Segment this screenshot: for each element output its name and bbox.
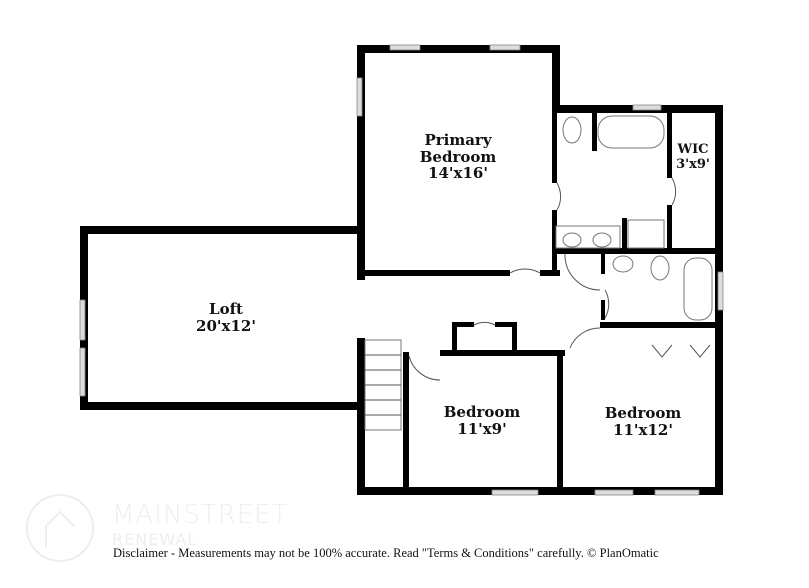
logo-icon (26, 494, 94, 562)
primary-bedroom-name-2: Bedroom (420, 148, 497, 166)
bedroom-3-name: Bedroom (605, 404, 682, 422)
stairs (364, 339, 402, 431)
room-labels: Primary Bedroom 14'x16' WIC 3'x9' Loft 2… (196, 131, 710, 439)
doors (408, 177, 711, 381)
loft-size: 20'x12' (196, 317, 256, 335)
fixtures (364, 115, 713, 431)
bedroom-2-name: Bedroom (444, 403, 521, 421)
primary-bedroom-size: 14'x16' (428, 164, 488, 182)
loft-name: Loft (209, 300, 243, 318)
bedroom-3-size: 11'x12' (613, 421, 673, 439)
logo-subtext: RENEWAL (112, 530, 198, 549)
wic-size: 3'x9' (676, 157, 710, 172)
bedroom-2-size: 11'x9' (457, 420, 506, 438)
windows (79, 44, 724, 496)
logo-text: MAINSTREET (112, 500, 289, 530)
wic-name: WIC (676, 142, 708, 157)
disclaimer: Disclaimer - Measurements may not be 100… (113, 546, 659, 560)
primary-bedroom-name: Primary (424, 131, 492, 149)
